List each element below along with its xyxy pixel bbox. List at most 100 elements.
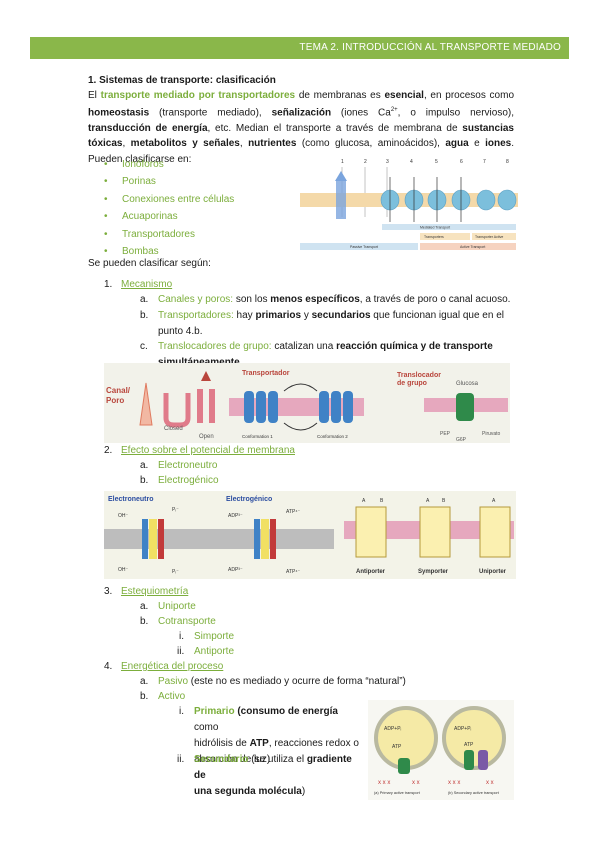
list-letter: b.	[140, 475, 149, 486]
svg-text:Piruvato: Piruvato	[482, 431, 501, 437]
svg-text:ADP+Pᵢ: ADP+Pᵢ	[454, 726, 472, 732]
svg-text:B: B	[442, 498, 446, 504]
svg-text:Active Transport: Active Transport	[460, 245, 485, 249]
svg-text:x x x: x x x	[378, 780, 390, 786]
svg-text:2: 2	[364, 159, 367, 165]
svg-text:Transporter Active: Transporter Active	[475, 235, 503, 239]
list-roman: i.	[179, 631, 184, 642]
list-number: 4.	[104, 661, 113, 672]
svg-text:PEP: PEP	[440, 431, 451, 437]
svg-text:(b) Secondary active transport: (b) Secondary active transport	[448, 791, 500, 795]
svg-text:ATP: ATP	[392, 744, 402, 750]
item-canales-poros: Canales y poros: son los menos específic…	[158, 294, 511, 305]
list-item: •Conexiones entre células	[104, 191, 234, 208]
svg-text:7: 7	[483, 159, 486, 165]
svg-text:Mediated Transport: Mediated Transport	[420, 226, 450, 230]
bullet-icon: •	[104, 159, 108, 170]
list-number: 2.	[104, 445, 113, 456]
list-item: •Ionóforos	[104, 156, 234, 173]
item-uniporte: Uniporte	[158, 601, 196, 612]
svg-text:OH⁻: OH⁻	[118, 567, 129, 573]
list-item: •Porinas	[104, 173, 234, 190]
list-letter: c.	[140, 341, 148, 352]
list-letter: a.	[140, 601, 149, 612]
svg-text:A: A	[426, 498, 430, 504]
list-letter: b.	[140, 691, 149, 702]
item-estequiometria: Estequiometría	[121, 586, 189, 597]
svg-text:Pᵢ⁻: Pᵢ⁻	[172, 507, 179, 513]
item-energetica: Energética del proceso	[121, 661, 224, 672]
list-letter: a.	[140, 676, 149, 687]
item-electrogenico: Electrogénico	[158, 475, 219, 486]
svg-text:Passive Transport: Passive Transport	[350, 245, 378, 249]
list-roman: ii.	[177, 754, 185, 765]
svg-text:Translocador: Translocador	[397, 372, 441, 379]
svg-text:x x x: x x x	[448, 780, 460, 786]
svg-text:8: 8	[506, 159, 509, 165]
svg-text:x x: x x	[412, 780, 420, 786]
svg-text:Transportador: Transportador	[242, 370, 290, 377]
svg-text:ADP³⁻: ADP³⁻	[228, 513, 243, 519]
svg-text:Closed: Closed	[164, 426, 183, 432]
list-item: •Transportadores	[104, 226, 234, 243]
svg-text:Poro: Poro	[106, 396, 124, 405]
svg-text:ADP+Pᵢ: ADP+Pᵢ	[384, 726, 402, 732]
svg-text:(a) Primary active transport: (a) Primary active transport	[374, 791, 421, 795]
item-antiporte: Antiporte	[194, 646, 235, 657]
svg-text:1: 1	[341, 159, 344, 165]
svg-text:3: 3	[386, 159, 389, 165]
header-bar: TEMA 2. INTRODUCCIÓN AL TRANSPORTE MEDIA…	[30, 37, 569, 59]
svg-text:Antiporter: Antiporter	[356, 569, 386, 575]
list-number: 1.	[104, 279, 113, 290]
svg-text:ATP: ATP	[464, 742, 474, 748]
item-simporte: Simporte	[194, 631, 235, 642]
svg-text:Conformation 2: Conformation 2	[317, 434, 348, 439]
svg-text:4: 4	[410, 159, 413, 165]
item-cotransporte: Cotransporte	[158, 616, 216, 627]
svg-text:x x: x x	[486, 780, 494, 786]
svg-text:Glucosa: Glucosa	[456, 381, 479, 387]
item-pasivo: Pasivo (este no es mediado y ocurre de f…	[158, 676, 406, 687]
svg-text:B: B	[380, 498, 384, 504]
bullet-icon: •	[104, 211, 108, 223]
membrane-potential-figure: Electroneutro Electrogénico OH⁻ Pᵢ⁻ OH⁻ …	[104, 491, 516, 579]
list-roman: ii.	[177, 646, 185, 657]
svg-text:G6P: G6P	[456, 437, 467, 443]
item-mecanismo: Mecanismo	[121, 279, 173, 290]
bullet-icon: •	[104, 176, 108, 188]
item-efecto-potencial: Efecto sobre el potencial de membrana	[121, 445, 295, 456]
svg-text:Canal/: Canal/	[106, 386, 131, 395]
list-letter: a.	[140, 460, 149, 471]
section-title: 1. Sistemas de transporte: clasificación	[88, 75, 276, 86]
svg-text:Electrogénico: Electrogénico	[226, 496, 272, 503]
list-letter: b.	[140, 310, 149, 321]
list-item: •Acuaporinas	[104, 208, 234, 225]
item-activo: Activo	[158, 691, 186, 702]
svg-text:Symporter: Symporter	[418, 569, 449, 575]
svg-text:de grupo: de grupo	[397, 380, 427, 387]
list-roman: i.	[179, 706, 184, 717]
svg-text:Transporters: Transporters	[424, 235, 444, 239]
intro-paragraph: El transporte mediado por transportadore…	[88, 90, 515, 165]
item-electroneutro: Electroneutro	[158, 460, 218, 471]
bullet-icon: •	[104, 245, 108, 257]
svg-text:A: A	[492, 498, 496, 504]
svg-text:OH⁻: OH⁻	[118, 513, 129, 519]
mechanism-figure: Canal/ Poro Closed Open Transportador Co…	[104, 363, 510, 443]
svg-text:Conformation 1: Conformation 1	[242, 434, 273, 439]
svg-text:5: 5	[435, 159, 438, 165]
svg-text:Electroneutro: Electroneutro	[108, 496, 154, 503]
item-transportadores: Transportadores: hay primarios y secunda…	[158, 310, 504, 337]
svg-text:ATP⁴⁻: ATP⁴⁻	[286, 509, 301, 515]
transport-types-list: •Ionóforos •Porinas •Conexiones entre cé…	[104, 156, 234, 260]
transport-classification-figure: 1 2 3 4 5 6 7 8 Mediated Transport Trans…	[300, 157, 518, 255]
svg-text:Uniporter: Uniporter	[479, 569, 507, 575]
list-number: 3.	[104, 586, 113, 597]
svg-text:Pᵢ⁻: Pᵢ⁻	[172, 569, 179, 575]
svg-text:A: A	[362, 498, 366, 504]
classify-text: Se pueden clasificar según:	[88, 258, 211, 269]
bullet-icon: •	[104, 228, 108, 240]
